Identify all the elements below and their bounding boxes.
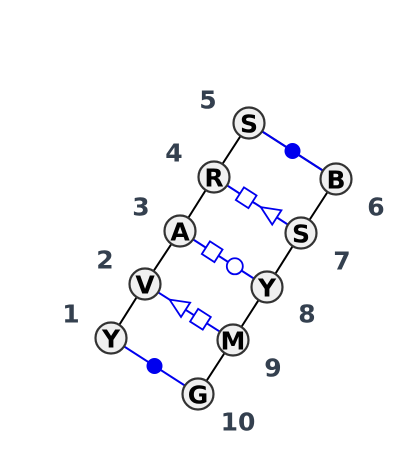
node-7: S (284, 216, 318, 250)
pair-3-8-open-circle-icon (225, 257, 244, 276)
pair-2-9 (157, 291, 221, 333)
pair-5-6-filled-circle-icon (284, 143, 301, 159)
node-8: Y (250, 270, 284, 304)
node-6: B (319, 162, 353, 196)
node-letter-10: G (188, 381, 209, 410)
node-4: R (197, 160, 231, 194)
node-3: A (163, 214, 197, 248)
node-circle-4 (197, 160, 231, 194)
node-circle-8 (250, 270, 284, 304)
pairings (123, 130, 324, 387)
position-label-1: 1 (62, 300, 79, 329)
node-10: G (181, 377, 215, 411)
position-label-2: 2 (96, 246, 113, 275)
pair-5-6 (261, 130, 324, 172)
pair-4-7-open-square-icon (234, 186, 258, 210)
pair-3-8 (192, 238, 255, 280)
pair-1-10 (123, 345, 186, 387)
node-circle-9 (216, 323, 250, 357)
node-circle-10 (181, 377, 215, 411)
node-circle-5 (232, 106, 266, 140)
pair-2-9-open-square-icon (188, 307, 213, 331)
node-letter-2: V (135, 271, 155, 300)
node-letter-1: Y (101, 325, 121, 354)
pair-2-9-open-triangle-icon (167, 298, 192, 319)
node-letter-6: B (326, 166, 345, 195)
position-label-6: 6 (367, 193, 384, 222)
node-letter-5: S (240, 110, 258, 139)
pair-1-10-filled-circle-icon (146, 358, 163, 374)
position-label-3: 3 (132, 193, 149, 222)
position-label-8: 8 (298, 300, 315, 329)
node-letter-7: S (292, 220, 310, 249)
node-circle-7 (284, 216, 318, 250)
pair-line-2-9 (157, 291, 221, 333)
node-letter-9: M (221, 327, 246, 356)
node-letter-8: Y (257, 274, 277, 303)
pair-line-4-7 (226, 184, 289, 226)
position-label-9: 9 (264, 354, 281, 383)
position-label-4: 4 (165, 139, 182, 168)
node-letter-4: R (204, 164, 223, 193)
node-2: V (128, 267, 162, 301)
node-circle-6 (319, 162, 353, 196)
node-5: S (232, 106, 266, 140)
node-circle-2 (128, 267, 162, 301)
node-circle-1 (94, 321, 128, 355)
node-circle-3 (163, 214, 197, 248)
node-letter-3: A (170, 218, 190, 247)
position-label-5: 5 (199, 86, 216, 115)
node-1: Y (94, 321, 128, 355)
pair-4-7-open-triangle-icon (258, 205, 283, 227)
position-label-7: 7 (333, 247, 350, 276)
position-label-10: 10 (221, 408, 256, 437)
node-9: M (216, 323, 250, 357)
pair-4-7 (226, 184, 289, 227)
pair-line-3-8 (192, 238, 255, 280)
pair-3-8-open-square-icon (200, 240, 224, 264)
